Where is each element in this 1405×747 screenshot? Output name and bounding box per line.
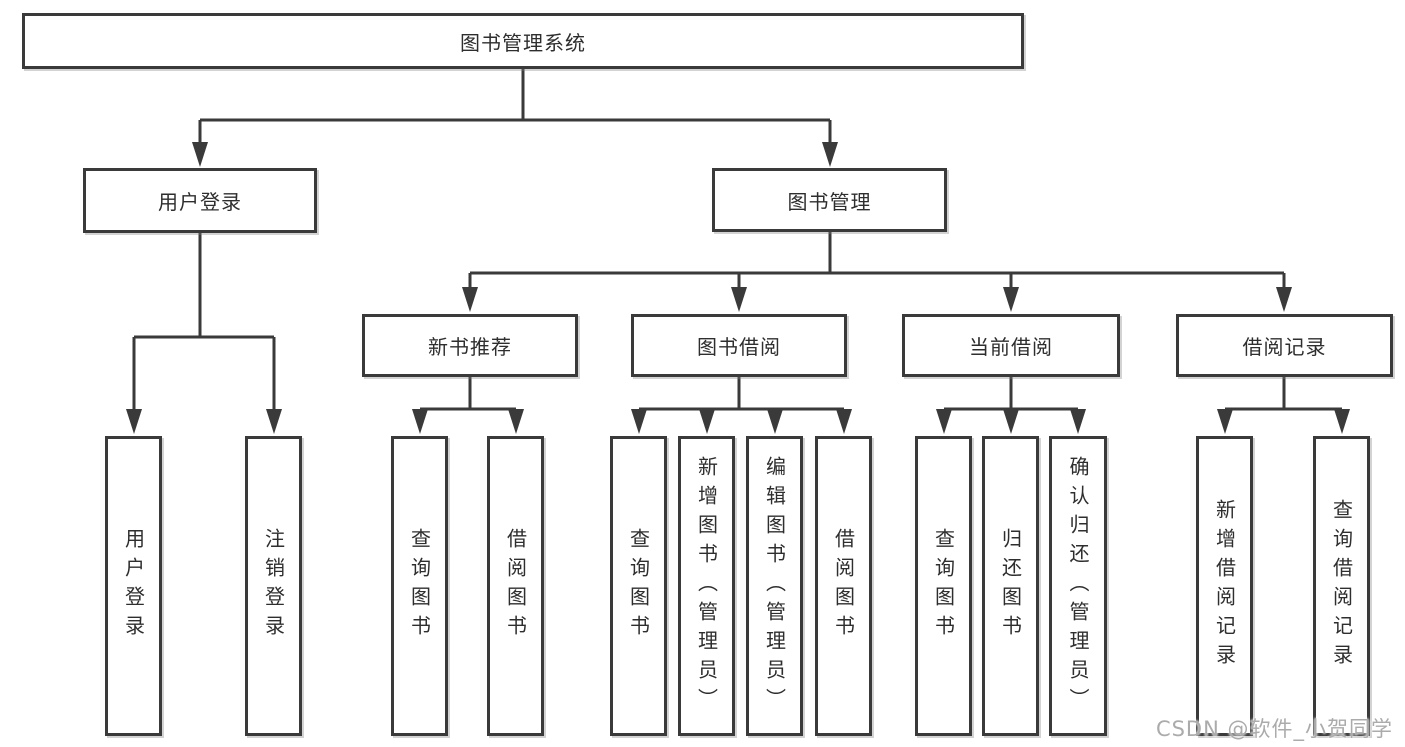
leaf-current-confirm-return-admin: 确认归还（管理员） [1049, 436, 1107, 736]
node-label: 用户登录 [121, 528, 146, 644]
node-label: 查询图书 [407, 528, 432, 644]
node-label: 查询图书 [931, 528, 956, 644]
leaf-user-login: 用户登录 [105, 436, 162, 736]
node-label: 确认归还（管理员） [1066, 455, 1090, 717]
node-label: 借阅图书 [831, 528, 856, 644]
leaf-borrowing-query-books: 查询图书 [610, 436, 667, 736]
node-label: 归还图书 [998, 528, 1023, 644]
leaf-recommend-borrow-books: 借阅图书 [487, 436, 544, 736]
node-book-management: 图书管理 [712, 168, 947, 232]
leaf-borrowing-borrow-books: 借阅图书 [815, 436, 872, 736]
leaf-borrowing-add-books-admin: 新增图书（管理员） [678, 436, 735, 736]
node-label: 新书推荐 [428, 335, 512, 359]
node-label: 图书借阅 [697, 335, 781, 359]
arrowheads [126, 142, 1350, 434]
node-borrowing-records: 借阅记录 [1176, 314, 1393, 377]
node-label: 查询图书 [626, 528, 651, 644]
node-label: 查询借阅记录 [1329, 499, 1354, 673]
node-label: 新增借阅记录 [1212, 499, 1237, 673]
leaf-recommend-query-books: 查询图书 [391, 436, 448, 736]
node-current-borrowing: 当前借阅 [902, 314, 1120, 377]
leaf-current-return-books: 归还图书 [982, 436, 1039, 736]
node-label: 借阅图书 [503, 528, 528, 644]
node-label: 新增图书（管理员） [694, 455, 719, 717]
node-library-management-system: 图书管理系统 [22, 13, 1024, 69]
node-label: 借阅记录 [1242, 335, 1327, 359]
node-label: 注销登录 [261, 528, 286, 644]
node-label: 用户登录 [158, 190, 242, 214]
node-book-borrowing: 图书借阅 [631, 314, 847, 377]
watermark-text: CSDN @软件_小贺同学 [1155, 717, 1393, 741]
node-new-book-recommendation: 新书推荐 [362, 314, 578, 377]
leaf-logout-login: 注销登录 [245, 436, 302, 736]
node-user-login: 用户登录 [83, 168, 317, 233]
node-label: 编辑图书（管理员） [762, 455, 787, 717]
leaf-records-query-borrow-record: 查询借阅记录 [1313, 436, 1370, 736]
leaf-borrowing-edit-books-admin: 编辑图书（管理员） [746, 436, 803, 736]
node-label: 图书管理 [787, 189, 872, 214]
node-label: 当前借阅 [969, 335, 1053, 359]
node-label: 图书管理系统 [460, 30, 586, 55]
leaf-records-add-borrow-record: 新增借阅记录 [1196, 436, 1253, 736]
leaf-current-query-books: 查询图书 [915, 436, 972, 736]
